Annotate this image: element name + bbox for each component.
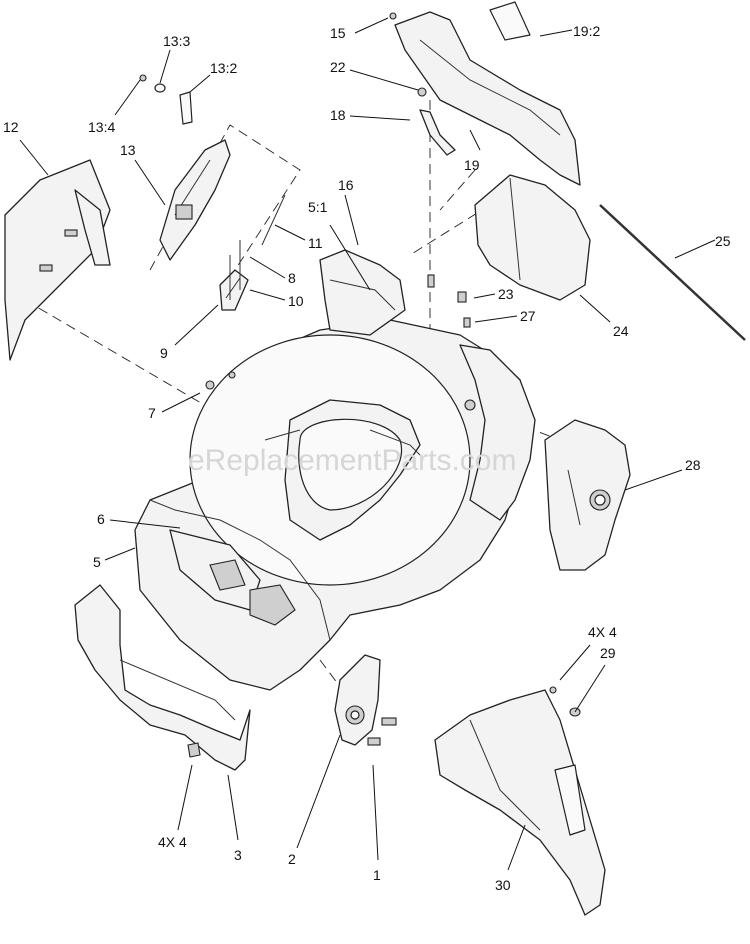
leader-lines	[19, 17, 716, 871]
callout-24: 24	[613, 323, 629, 339]
callout-5: 5	[93, 554, 101, 570]
callout-7: 7	[148, 405, 156, 421]
callout-1: 1	[373, 867, 381, 883]
rear-flap-assembly	[389, 1, 581, 186]
callout-11: 11	[308, 235, 323, 251]
callout-29: 29	[600, 645, 616, 661]
right-side-plate	[544, 419, 631, 571]
callout-13-2: 13:2	[210, 60, 237, 76]
callout-5-1: 5:1	[308, 199, 328, 215]
callout-19: 19	[464, 157, 480, 173]
callout-12: 12	[3, 119, 19, 135]
callout-13: 13	[120, 142, 136, 158]
left-wheel-plate	[334, 654, 397, 746]
callout-19-2: 19:2	[573, 23, 600, 39]
watermark-text: eReplacementParts.com	[188, 444, 516, 477]
callout-23: 23	[498, 286, 514, 302]
bracket-and-pins	[205, 194, 286, 390]
callout-2: 2	[288, 851, 296, 867]
callout-4x4-left: 4X 4	[158, 834, 187, 850]
callout-10: 10	[288, 293, 304, 309]
axle-rod	[599, 204, 746, 341]
callout-27: 27	[520, 308, 536, 324]
callout-13-4: 13:4	[88, 119, 115, 135]
bolts	[427, 274, 471, 328]
callout-6: 6	[97, 511, 105, 527]
height-adjust-lever	[139, 74, 231, 261]
callout-16: 16	[338, 177, 354, 193]
callout-30: 30	[495, 877, 511, 893]
callout-4x4-right: 4X 4	[588, 624, 617, 640]
side-deflector	[474, 174, 591, 301]
bag-cover	[4, 159, 111, 361]
callout-28: 28	[685, 457, 701, 473]
mower-deck-housing	[134, 249, 536, 691]
rear-guard	[434, 686, 606, 916]
callout-8: 8	[288, 270, 296, 286]
callout-13-3: 13:3	[163, 33, 190, 49]
callout-3: 3	[234, 847, 242, 863]
callout-15: 15	[330, 25, 346, 41]
callout-22: 22	[330, 59, 346, 75]
callout-9: 9	[160, 345, 168, 361]
front-skirt	[74, 584, 251, 771]
callout-labels: 15 19:2 22 18 19 13:3 13:2 13:4 13 12 16…	[3, 23, 731, 893]
callout-18: 18	[330, 107, 346, 123]
callout-25: 25	[715, 233, 731, 249]
